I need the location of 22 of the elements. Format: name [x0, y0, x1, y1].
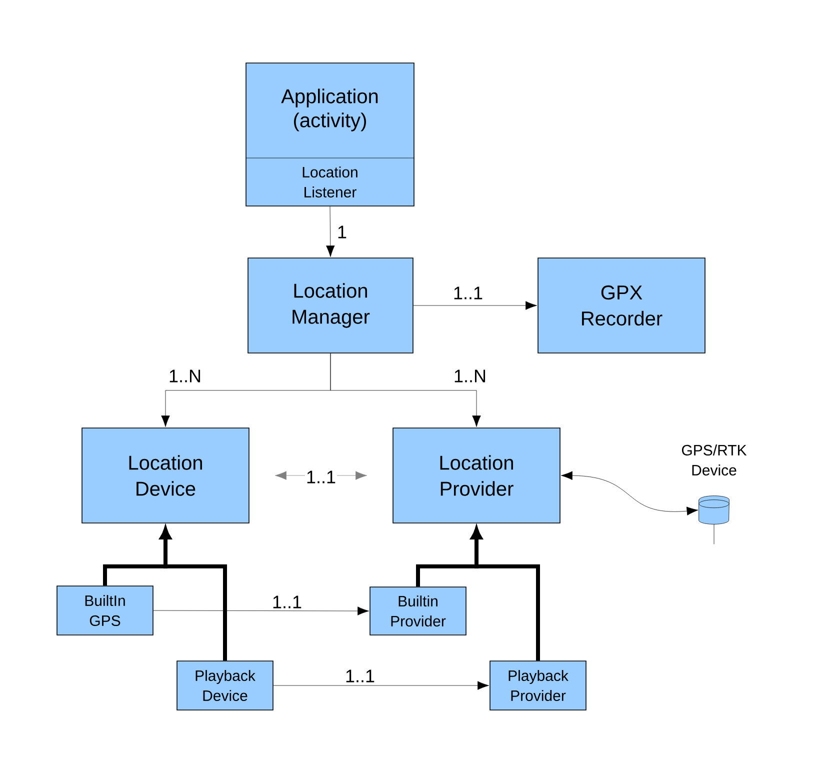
class-box: Location Manager — [248, 258, 414, 354]
edge-label: 1..1 — [307, 470, 336, 484]
class-box: BuiltIn GPS — [56, 586, 154, 636]
edge-label: 1..1 — [454, 286, 482, 300]
device-label: GPS/RTK Device — [682, 444, 747, 476]
arrow — [326, 206, 335, 257]
edge-label: 1 — [338, 226, 346, 238]
arrow — [561, 471, 698, 516]
class-box: Builtin Provider — [370, 586, 466, 636]
class-box: Location Provider — [392, 428, 560, 524]
class-box: GPX Recorder — [538, 258, 706, 354]
edge-label: 1..1 — [273, 596, 302, 608]
arrow — [330, 353, 481, 427]
class-box: Playback Provider — [490, 660, 586, 710]
edge-label: 1..1 — [346, 670, 374, 682]
arrow — [273, 681, 489, 690]
class-box: Location Device — [82, 428, 250, 524]
class-box: Application (activity) Location Listener — [246, 62, 414, 206]
edge-label: 1..N — [170, 370, 200, 382]
arrow — [413, 301, 537, 310]
edge-label: 1..N — [454, 370, 486, 382]
class-box: Playback Device — [176, 660, 274, 710]
